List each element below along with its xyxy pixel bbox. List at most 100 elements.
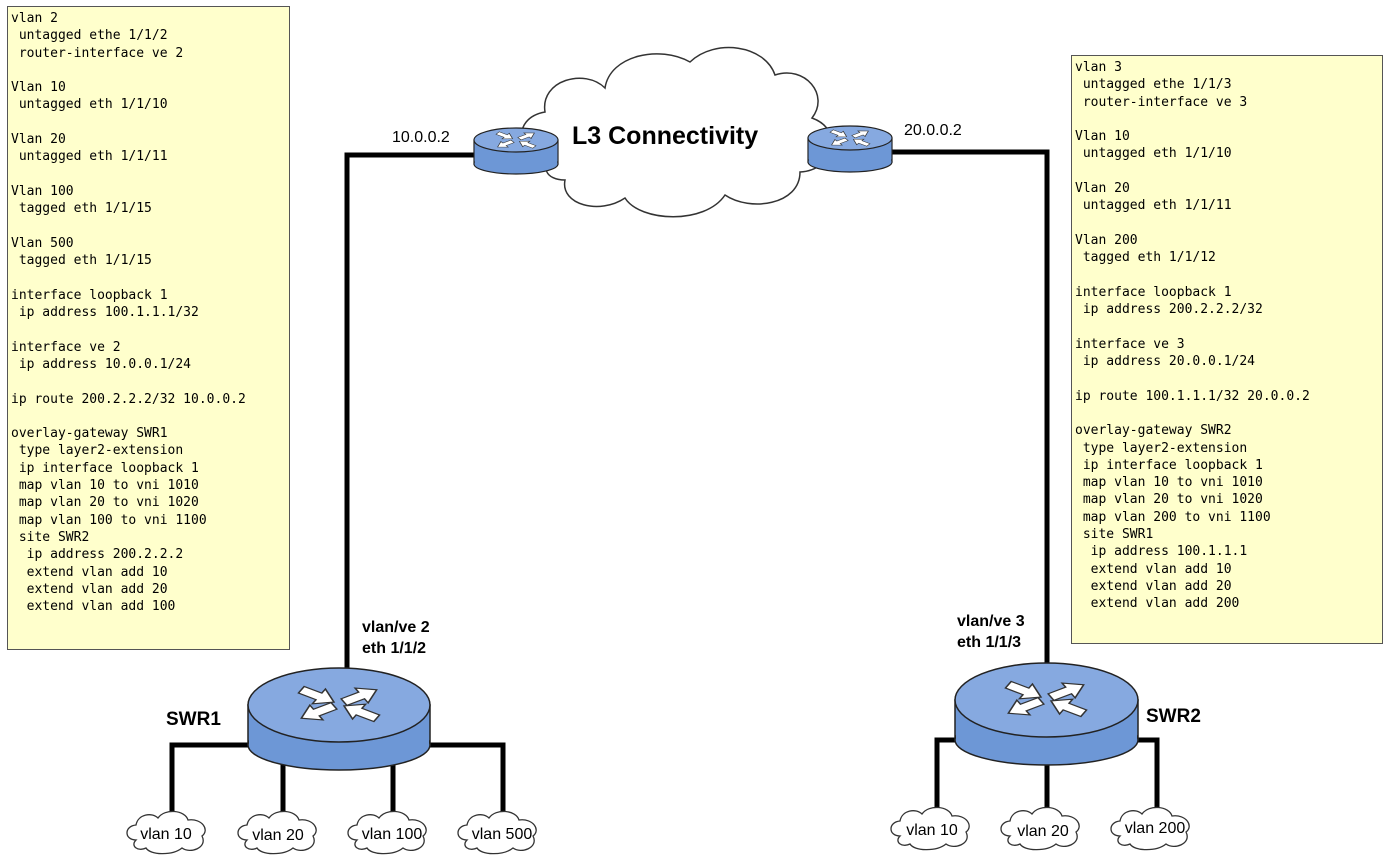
config-line: untagged ethe 1/1/3 (1075, 77, 1232, 93)
l3-cloud (520, 46, 833, 218)
config-line: extend vlan add 20 (1075, 578, 1232, 594)
swr2-vlan-label: vlan 20 (1017, 823, 1069, 840)
vlan-cloud (1110, 806, 1190, 851)
config-line: Vlan 20 (11, 132, 66, 148)
config-line: map vlan 100 to vni 1100 (11, 512, 207, 528)
swr1-port-line2: eth 1/1/2 (362, 640, 427, 657)
config-line (11, 269, 289, 286)
config-line (11, 321, 289, 338)
link-swr1-vlan-a (169, 742, 262, 812)
config-line: interface ve 3 (1075, 336, 1185, 352)
config-line (11, 62, 289, 79)
config-line: map vlan 20 to vni 1020 (1075, 492, 1263, 508)
vlan-cloud (126, 810, 206, 855)
config-line: ip address 100.1.1.1 (1075, 544, 1248, 560)
config-line: tagged eth 1/1/15 (11, 201, 152, 217)
config-line: ip address 10.0.0.1/24 (11, 356, 192, 372)
config-line: type layer2-extension (1075, 440, 1248, 456)
swr2-name: SWR2 (1146, 706, 1201, 727)
config-line (1075, 215, 1382, 232)
swr1-vlan-label: vlan 500 (471, 826, 533, 843)
config-line: ip address 200.2.2.2/32 (1075, 302, 1263, 318)
link-swr1-router1 (344, 152, 476, 690)
vlan-cloud (890, 806, 970, 851)
config-line: overlay-gateway SWR2 (1075, 423, 1232, 439)
config-line (1075, 163, 1382, 180)
link-swr2-vlan-a (934, 737, 965, 808)
config-line: Vlan 10 (1075, 129, 1130, 145)
config-line: extend vlan add 10 (1075, 561, 1232, 577)
config-line: ip interface loopback 1 (1075, 457, 1263, 473)
config-line: Vlan 100 (11, 183, 74, 199)
config-box-swr1: vlan 2 untagged ethe 1/1/2 router-interf… (7, 6, 290, 650)
switch-swr1 (247, 667, 431, 771)
config-line (11, 218, 289, 235)
config-line (1075, 318, 1382, 335)
config-line: extend vlan add 200 (1075, 596, 1240, 612)
config-line: extend vlan add 100 (11, 599, 176, 615)
vlan-cloud (347, 810, 427, 855)
router-right-ip: 20.0.0.2 (904, 122, 962, 139)
swr1-port-line1: vlan/ve 2 (362, 619, 430, 636)
router-left-ip: 10.0.0.2 (392, 129, 450, 146)
router-right (807, 125, 893, 173)
link-swr2-router2 (890, 149, 1050, 668)
config-line: Vlan 10 (11, 80, 66, 96)
config-line: untagged eth 1/1/10 (1075, 146, 1232, 162)
config-line: Vlan 200 (1075, 232, 1138, 248)
swr1-vlan-label: vlan 100 (361, 826, 423, 843)
config-line: extend vlan add 20 (11, 581, 168, 597)
config-line (11, 114, 289, 131)
config-line: extend vlan add 10 (11, 564, 168, 580)
config-line: interface loopback 1 (11, 287, 168, 303)
vlan-cloud (457, 810, 537, 855)
config-box-swr2: vlan 3 untagged ethe 1/1/3 router-interf… (1071, 55, 1383, 644)
config-line: site SWR1 (1075, 527, 1154, 543)
config-line: tagged eth 1/1/12 (1075, 250, 1216, 266)
link-swr2-vlan-c (1128, 737, 1160, 808)
config-line: interface ve 2 (11, 339, 121, 355)
config-line: untagged ethe 1/1/2 (11, 28, 168, 44)
config-line: overlay-gateway SWR1 (11, 426, 168, 442)
config-line: Vlan 20 (1075, 181, 1130, 197)
swr1-vlan-label: vlan 20 (252, 827, 304, 844)
config-line (1075, 267, 1382, 284)
config-line (1075, 405, 1382, 422)
router-left (473, 127, 559, 175)
swr2-vlan-label: vlan 10 (906, 822, 958, 839)
config-line: map vlan 10 to vni 1010 (1075, 475, 1263, 491)
config-line: untagged eth 1/1/10 (11, 97, 168, 113)
swr2-port-line2: eth 1/1/3 (957, 634, 1022, 651)
config-line: untagged eth 1/1/11 (1075, 198, 1232, 214)
links (169, 149, 1160, 812)
config-line (11, 166, 289, 183)
config-line: Vlan 500 (11, 235, 74, 251)
config-line: ip address 20.0.0.1/24 (1075, 354, 1256, 370)
switch-swr2 (954, 662, 1139, 766)
config-line: ip route 200.2.2.2/32 10.0.0.2 (11, 391, 246, 407)
config-line: interface loopback 1 (1075, 284, 1232, 300)
config-line (1075, 370, 1382, 387)
config-line: ip address 200.2.2.2 (11, 547, 184, 563)
config-line: map vlan 10 to vni 1010 (11, 478, 199, 494)
swr1-name: SWR1 (166, 709, 221, 730)
config-line: tagged eth 1/1/15 (11, 253, 152, 269)
swr2-port-line1: vlan/ve 3 (957, 613, 1025, 630)
config-line: untagged eth 1/1/11 (11, 149, 168, 165)
config-line: vlan 2 (11, 11, 58, 26)
link-swr1-vlan-d (430, 742, 506, 812)
config-line: map vlan 200 to vni 1100 (1075, 509, 1271, 525)
config-line: ip address 100.1.1.1/32 (11, 305, 199, 321)
config-line: type layer2-extension (11, 443, 184, 459)
swr2-vlan-label: vlan 200 (1124, 820, 1186, 837)
config-line: router-interface ve 2 (11, 45, 184, 61)
vlan-cloud (237, 810, 317, 855)
config-line (11, 408, 289, 425)
vlan-clouds (126, 806, 1190, 855)
config-line: ip route 100.1.1.1/32 20.0.0.2 (1075, 388, 1310, 404)
config-line: vlan 3 (1075, 60, 1122, 75)
config-line: ip interface loopback 1 (11, 460, 199, 476)
cloud-title: L3 Connectivity (572, 122, 759, 150)
config-line: router-interface ve 3 (1075, 94, 1248, 110)
